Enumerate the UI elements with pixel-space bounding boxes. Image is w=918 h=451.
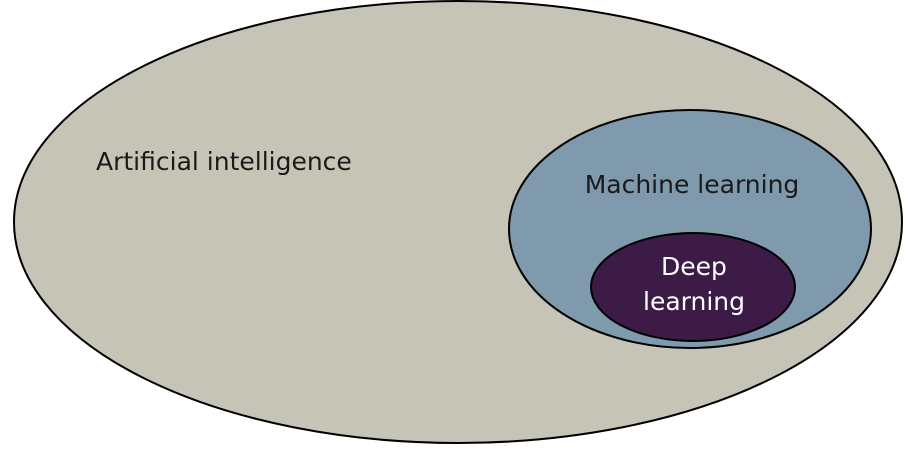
artificial-intelligence-label: Artificial intelligence xyxy=(96,147,352,176)
machine-learning-label: Machine learning xyxy=(585,170,800,199)
deep-learning-ellipse xyxy=(590,232,796,342)
deep-learning-label-line1: Deep xyxy=(661,252,727,281)
deep-learning-label-line2: learning xyxy=(643,287,745,316)
